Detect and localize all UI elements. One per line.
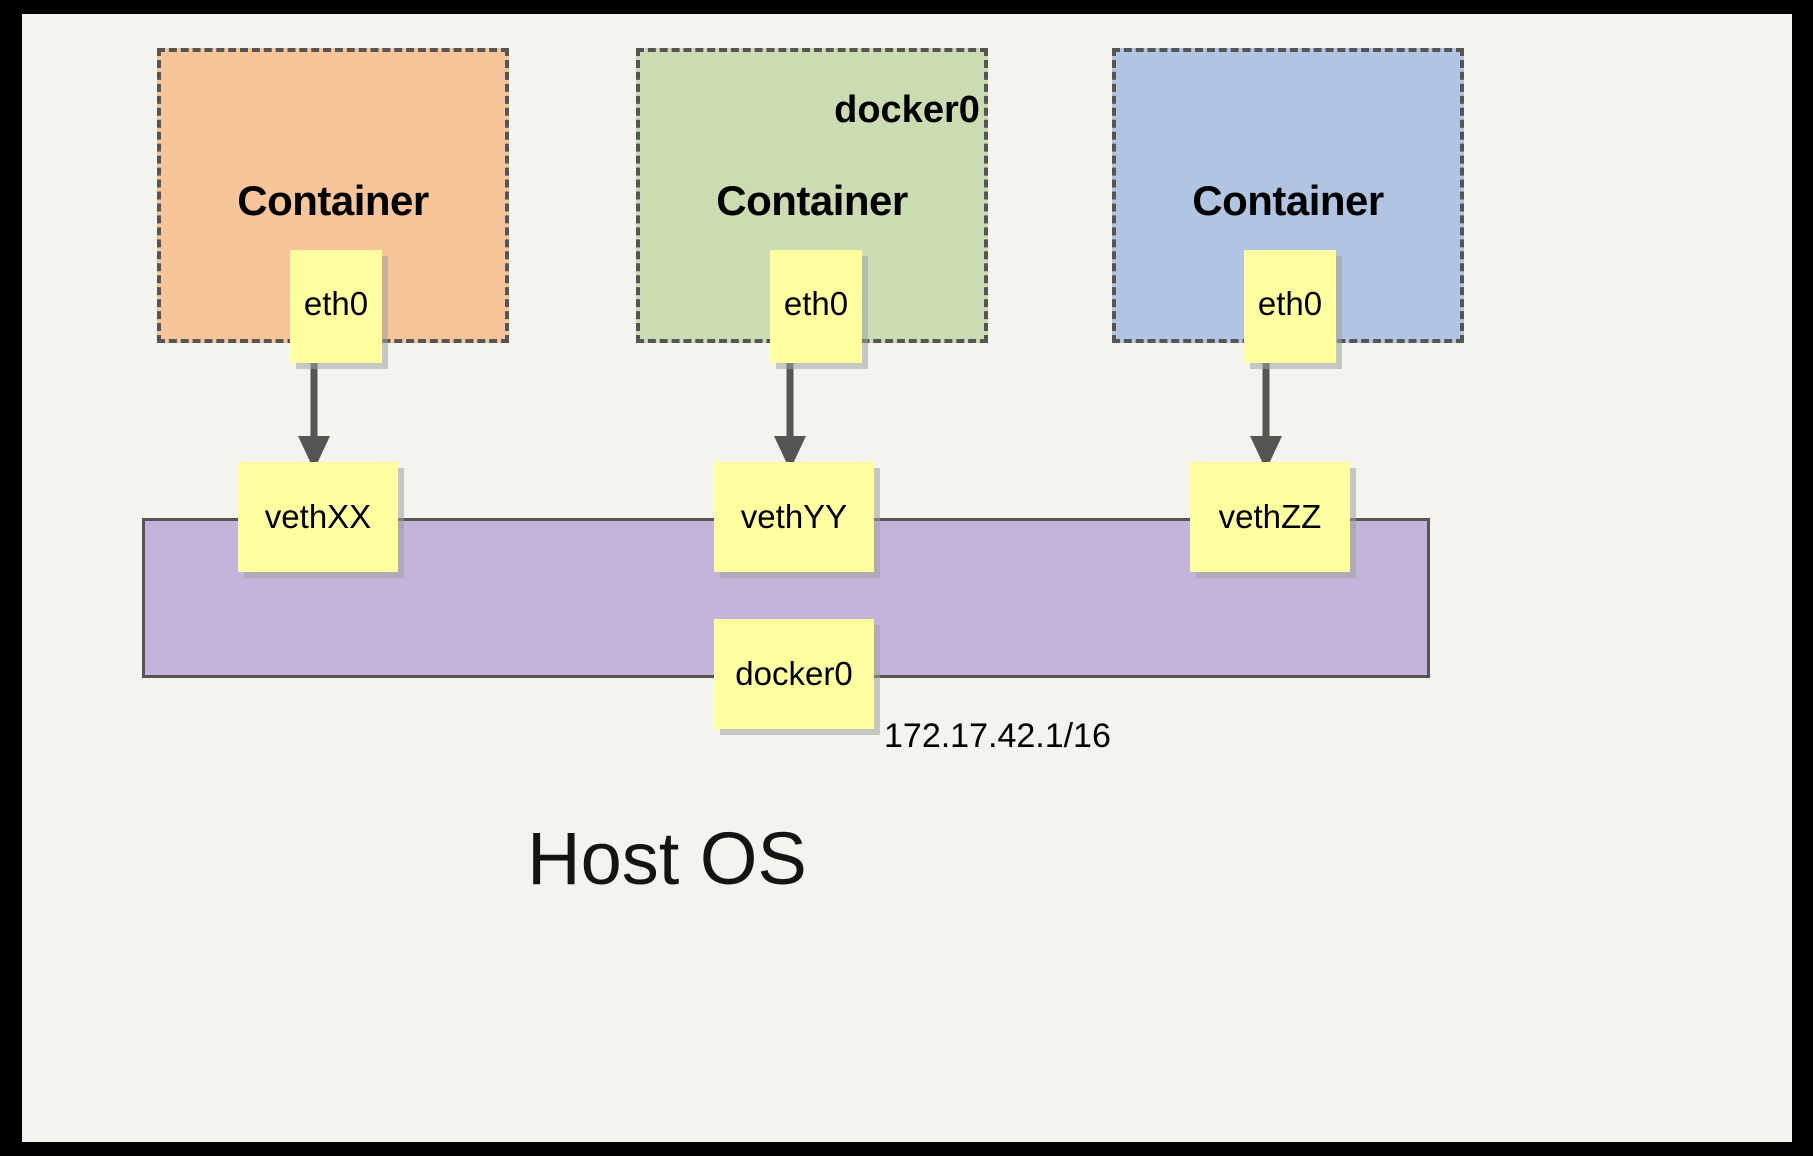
eth0-interface-2: eth0 — [770, 250, 862, 363]
docker0-bridge-title: docker0 — [834, 89, 980, 131]
host-os-label: Host OS — [527, 817, 807, 900]
docker0-interface: docker0 — [714, 619, 874, 729]
veth-interface-3: vethZZ — [1190, 462, 1350, 572]
eth0-interface-1: eth0 — [290, 250, 382, 363]
container-label-2: Container — [716, 177, 908, 224]
container-label-1: Container — [237, 177, 429, 224]
docker0-ip-label: 172.17.42.1/16 — [884, 717, 1111, 755]
container-label-3: Container — [1192, 177, 1384, 224]
veth-interface-1: vethXX — [238, 462, 398, 572]
container-box-3: Container eth0 — [1112, 48, 1464, 363]
diagram-canvas: docker0 Container eth0 Container eth0 Co… — [22, 14, 1792, 1142]
container-box-1: Container eth0 — [157, 48, 509, 363]
eth0-interface-3: eth0 — [1244, 250, 1336, 363]
container-box-2: Container eth0 — [636, 48, 988, 363]
veth-interface-2: vethYY — [714, 462, 874, 572]
